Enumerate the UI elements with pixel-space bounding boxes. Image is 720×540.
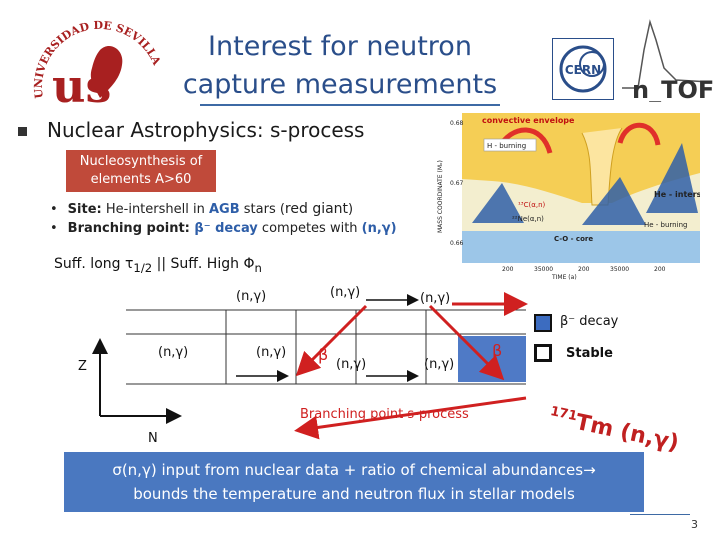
plot-he-burning: He - burning xyxy=(644,221,687,229)
beta-arrow-1 xyxy=(295,304,368,377)
site-close: ) xyxy=(348,202,354,217)
plot-core: C-O - core xyxy=(554,235,593,243)
pulse-3 xyxy=(646,143,698,213)
suff-sub2: n xyxy=(254,260,262,275)
site-red-giant: red giant xyxy=(284,201,349,217)
branch-beta: β⁻ decay xyxy=(189,221,258,236)
slide-title: Interest for neutron capture measurement… xyxy=(150,28,530,104)
cern-logo: CERN xyxy=(552,38,614,100)
title-line-2: capture measurements xyxy=(182,69,498,100)
plot-top-label: convective envelope xyxy=(482,116,575,125)
branch-tail: competes with xyxy=(257,221,362,236)
plot-xtick-5: 200 xyxy=(654,266,666,273)
branching-caption: Branching point s-process xyxy=(300,407,469,422)
branch-ng: (n,γ) xyxy=(361,221,397,236)
page-number: 3 xyxy=(691,518,698,531)
convection-arrow-2 xyxy=(617,122,661,146)
branching-diagram: Z N (n,γ) (n,γ) (n,γ) (n,γ) (n,γ) (n,γ) … xyxy=(78,285,528,446)
beta-label-1: β xyxy=(318,345,328,364)
title-line-1: Interest for neutron xyxy=(208,31,472,62)
suff-line: Suff. long τ1/2 || Suff. High Φn xyxy=(54,256,262,275)
ng-label-6: (n,γ) xyxy=(336,357,366,372)
suff-text: Suff. long τ xyxy=(54,256,134,272)
site-label: Site: xyxy=(67,202,102,217)
legend-stable-swatch xyxy=(534,344,552,362)
plot-ytick-1: 0.68 xyxy=(450,120,464,127)
suff-mid: || Suff. High Φ xyxy=(152,256,255,272)
title-underline xyxy=(200,104,500,106)
ntof-curve xyxy=(622,19,711,89)
branch-bullet: • Branching point: β⁻ decay competes with… xyxy=(50,221,397,236)
footer-line xyxy=(630,514,690,515)
legend-stable-label: Stable xyxy=(566,346,613,361)
legend-beta-swatch xyxy=(534,314,552,332)
plot-ytick-2: 0.67 xyxy=(450,180,464,187)
bullet-dot-icon: • xyxy=(50,221,58,236)
ng-label-5: (n,γ) xyxy=(256,345,286,360)
bullet-dot-icon: • xyxy=(50,202,58,217)
plot-xtick-3: 200 xyxy=(578,266,590,273)
conclusion-line-1: σ(n,γ) input from nuclear data + ratio o… xyxy=(112,461,596,479)
university-logo: UNIVERSIDAD DE SEVILLA us xyxy=(32,19,164,110)
agb-stellar-plot: convective envelope H - burning ¹³C(α,n)… xyxy=(437,113,700,281)
plot-c13: ¹³C(α,n) xyxy=(518,201,546,209)
ntof-logo: n_TOF xyxy=(622,19,714,102)
cern-text: CERN xyxy=(565,63,601,77)
branching-arrow xyxy=(294,396,527,440)
plot-ylabel: MASS COORDINATE (Mₒ) xyxy=(437,160,444,233)
conclusion-line-2: bounds the temperature and neutron flux … xyxy=(133,485,575,503)
logo-figure xyxy=(90,45,123,98)
n-axis-label: N xyxy=(148,431,158,446)
ng-label-1: (n,γ) xyxy=(236,289,266,304)
plot-xlabel: TIME (a) xyxy=(551,274,577,281)
nucleo-line-2: elements A>60 xyxy=(90,172,192,187)
plot-xtick-1: 200 xyxy=(502,266,514,273)
envelope-region xyxy=(462,113,700,203)
h-burning-box xyxy=(483,138,537,152)
heading-text: Nuclear Astrophysics: s-process xyxy=(47,118,365,142)
plot-ne22: ²²Ne(α,n) xyxy=(512,215,544,223)
conclusion-bar: σ(n,γ) input from nuclear data + ratio o… xyxy=(64,452,644,512)
legend-beta-label: β⁻ decay xyxy=(560,314,619,329)
z-axis-label: Z xyxy=(78,359,87,374)
site-agb: AGB xyxy=(208,202,240,217)
ng-label-2: (n,γ) xyxy=(330,285,360,300)
plot-xtick-4: 35000 xyxy=(610,266,629,273)
suff-sub: 1/2 xyxy=(133,260,153,275)
branch-label: Branching point: xyxy=(67,221,190,236)
nucleosynthesis-box: Nucleosynthesis of elements A>60 xyxy=(66,150,216,192)
beta-label-2: β xyxy=(492,341,502,360)
core-region xyxy=(462,231,700,263)
beta-arrow-2 xyxy=(428,304,505,381)
ntof-text: n_TOF xyxy=(632,76,714,102)
site-tail: stars ( xyxy=(239,202,285,217)
plot-xtick-2: 35000 xyxy=(534,266,553,273)
ng-label-4: (n,γ) xyxy=(158,345,188,360)
site-bullet: • Site: He-intershell in AGB stars (red g… xyxy=(50,201,353,217)
pulse-1 xyxy=(472,183,524,223)
main-bullet: Nuclear Astrophysics: s-process xyxy=(18,118,364,142)
ng-label-3: (n,γ) xyxy=(420,291,450,306)
site-mid: He-intershell in xyxy=(101,202,209,217)
plot-he-intershell: He - intershell xyxy=(654,190,700,199)
pulse-2 xyxy=(582,177,646,225)
nucleo-line-1: Nucleosynthesis of xyxy=(79,154,203,169)
ng-label-7: (n,γ) xyxy=(424,357,454,372)
plot-ytick-3: 0.66 xyxy=(450,240,464,247)
bullet-square-icon xyxy=(18,127,27,136)
plot-h-burning: H - burning xyxy=(487,142,526,150)
